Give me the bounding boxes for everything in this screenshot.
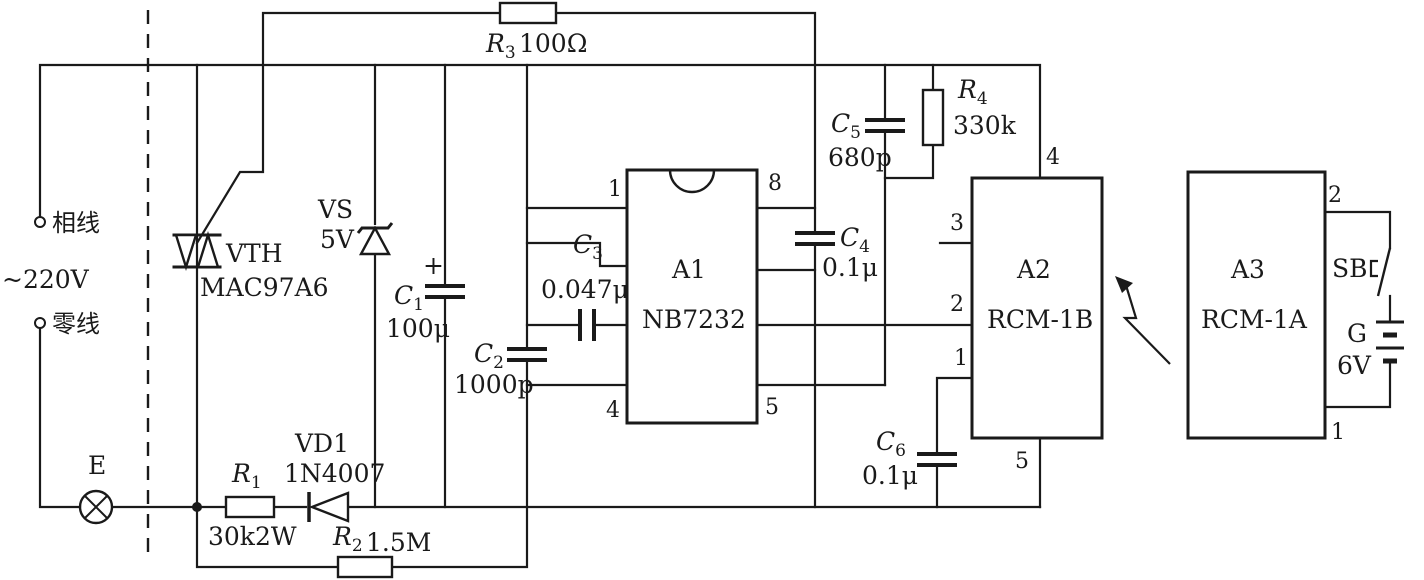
capacitor-c2 <box>507 347 547 362</box>
a3-name-label: A3 <box>1230 255 1265 284</box>
c3-label: C3 <box>573 230 603 264</box>
c4-label: C4 <box>840 223 870 257</box>
c3-value-label: 0.047μ <box>541 275 629 304</box>
a3-pin-1: 1 <box>1331 420 1345 445</box>
r1-value-label: 30k2W <box>208 522 297 551</box>
c2-value-label: 1000p <box>454 370 534 399</box>
capacitor-c1 <box>425 284 465 299</box>
switch-sb <box>1369 247 1392 297</box>
capacitor-c6 <box>917 452 957 467</box>
phase-line-label: 相线 <box>52 209 100 237</box>
resistor-r2 <box>336 555 394 579</box>
a2-pin-1: 1 <box>954 346 968 371</box>
resistor-r4 <box>921 88 945 147</box>
c6-label: C6 <box>876 427 906 461</box>
a1-pin-4: 4 <box>606 398 620 423</box>
a1-part-label: NB7232 <box>642 305 746 334</box>
a3-part-label: RCM-1A <box>1201 305 1308 334</box>
phase-terminal <box>34 216 46 228</box>
c2-label: C2 <box>474 339 504 373</box>
diode-vd1 <box>307 491 350 523</box>
a2-pin-4: 4 <box>1046 145 1060 170</box>
triac-vth <box>172 230 222 272</box>
capacitor-c4 <box>795 231 835 246</box>
a2-pin-2: 2 <box>950 292 964 317</box>
c5-value-label: 680p <box>828 143 892 172</box>
r3-value-label: 100Ω <box>519 29 587 58</box>
resistor-r1 <box>224 495 276 519</box>
neutral-terminal <box>34 317 46 329</box>
vd1-label: VD1 <box>294 429 349 458</box>
c5-label: C5 <box>831 109 861 143</box>
r1-label: R1 <box>231 459 262 493</box>
r4-label: R4 <box>957 75 988 109</box>
resistor-r3 <box>498 1 558 25</box>
lamp-label: E <box>88 451 106 480</box>
a2-pin-3: 3 <box>950 211 964 236</box>
capacitor-c3 <box>578 309 596 341</box>
a3-pin-2: 2 <box>1328 183 1342 208</box>
vth-label: VTH <box>225 239 283 268</box>
battery-g <box>1376 320 1404 364</box>
a1-pin-8: 8 <box>768 171 782 196</box>
zener-vs <box>356 222 394 256</box>
wireless-link-arrow <box>1115 276 1171 365</box>
c6-value-label: 0.1μ <box>862 461 918 490</box>
r4-value-label: 330k <box>953 111 1017 140</box>
a1-pin-1: 1 <box>608 177 622 202</box>
vs-value-label: 5V <box>320 225 355 254</box>
r3-label: R3 <box>485 29 516 63</box>
a1-name-label: A1 <box>671 255 706 284</box>
module-a2 <box>970 176 1104 440</box>
vs-label: VS <box>317 195 353 224</box>
g-value-label: 6V <box>1337 351 1372 380</box>
a2-pin-5: 5 <box>1015 449 1029 474</box>
c1-label: C1 <box>394 281 424 315</box>
mains-voltage-label: ~220V <box>2 265 90 294</box>
neutral-line-label: 零线 <box>52 310 100 338</box>
sb-label: SB <box>1332 254 1368 283</box>
junction-dot <box>192 502 202 512</box>
vd1-part-label: 1N4007 <box>284 459 385 488</box>
module-a3 <box>1186 170 1327 440</box>
lamp-e <box>78 489 114 525</box>
r2-value-label: 1.5M <box>366 528 431 557</box>
c1-polarity-label: + <box>423 251 444 280</box>
a2-part-label: RCM-1B <box>987 305 1093 334</box>
ic-a1 <box>625 168 759 425</box>
c1-value-label: 100μ <box>386 314 450 343</box>
r2-label: R2 <box>332 522 363 556</box>
c4-value-label: 0.1μ <box>822 253 878 282</box>
capacitor-c5 <box>865 118 905 133</box>
vth-part-label: MAC97A6 <box>200 273 329 302</box>
wiring <box>38 11 1392 569</box>
a1-pin-5: 5 <box>765 395 779 420</box>
a2-name-label: A2 <box>1016 255 1051 284</box>
g-label: G <box>1347 319 1367 348</box>
